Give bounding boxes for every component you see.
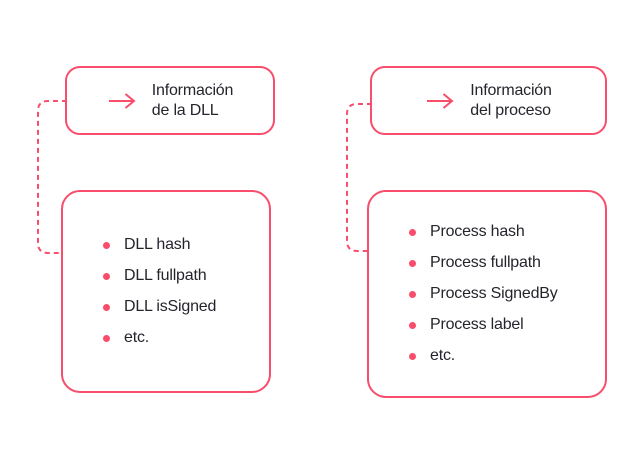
list-item: Process SignedBy <box>409 279 605 310</box>
dll-header-line2: de la DLL <box>151 101 219 119</box>
list-item: etc. <box>409 341 605 372</box>
list-item: Process label <box>409 310 605 341</box>
list-item-label: etc. <box>430 347 455 364</box>
list-item-label: DLL hash <box>124 236 191 253</box>
list-item: DLL isSigned <box>103 292 269 323</box>
bullet-dot-icon <box>409 290 416 298</box>
dll-connector-dashed-line <box>37 100 67 254</box>
bullet-dot-icon <box>103 241 110 249</box>
dll-header-box: Información de la DLL <box>65 66 275 135</box>
bullet-dot-icon <box>103 303 110 311</box>
list-item: Process hash <box>409 217 605 248</box>
bullet-dot-icon <box>103 334 110 342</box>
list-item: DLL fullpath <box>103 261 269 292</box>
process-header-box: Información del proceso <box>370 66 607 135</box>
arrow-right-icon <box>107 92 137 110</box>
dll-header-label: Información de la DLL <box>151 81 234 121</box>
bullet-dot-icon <box>409 321 416 329</box>
process-item-list: Process hash Process fullpath Process Si… <box>369 217 605 372</box>
process-header-line2: del proceso <box>470 101 551 119</box>
process-connector-dashed-line <box>346 103 372 252</box>
process-header-line1: Información <box>470 81 552 99</box>
bullet-dot-icon <box>409 228 416 236</box>
list-item-label: Process hash <box>430 223 525 240</box>
list-item-label: etc. <box>124 329 149 346</box>
list-item: etc. <box>103 323 269 354</box>
list-item-label: DLL isSigned <box>124 298 217 315</box>
process-list-box: Process hash Process fullpath Process Si… <box>367 190 607 398</box>
dll-item-list: DLL hash DLL fullpath DLL isSigned etc. <box>63 230 269 354</box>
arrow-right-icon <box>425 92 455 110</box>
list-item-label: Process label <box>430 316 524 333</box>
bullet-dot-icon <box>409 259 416 267</box>
dll-header-line1: Información <box>151 81 234 99</box>
list-item-label: Process fullpath <box>430 254 541 271</box>
dll-list-box: DLL hash DLL fullpath DLL isSigned etc. <box>61 190 271 393</box>
list-item-label: Process SignedBy <box>430 285 558 302</box>
process-header-label: Información del proceso <box>470 81 552 121</box>
bullet-dot-icon <box>409 352 416 360</box>
bullet-dot-icon <box>103 272 110 280</box>
list-item: DLL hash <box>103 230 269 261</box>
list-item: Process fullpath <box>409 248 605 279</box>
list-item-label: DLL fullpath <box>124 267 207 284</box>
